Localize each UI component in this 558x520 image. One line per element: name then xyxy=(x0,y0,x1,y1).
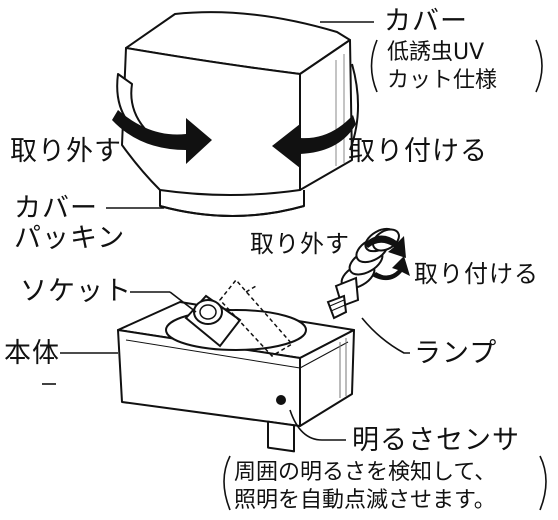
cover-left-face xyxy=(121,47,301,196)
cover-packing xyxy=(159,190,305,217)
label-remove-lamp: 取り外す xyxy=(250,230,350,258)
lamp xyxy=(326,227,400,320)
label-sensor-note-line2: 照明を自動点滅させます。 xyxy=(234,488,496,513)
label-remove-cover: 取り外す xyxy=(10,136,122,167)
label-attach-lamp: 取り付ける xyxy=(414,260,539,288)
lamp-ghost-outline xyxy=(219,278,294,357)
lamp-rotation-arrows xyxy=(364,235,410,281)
label-cover-note-line2: カット仕様 xyxy=(387,68,498,93)
label-body: 本体 xyxy=(4,338,60,369)
label-cover-note-line1: 低誘虫UV xyxy=(387,40,485,65)
label-sensor-note-line1: 周囲の明るさを検知して、 xyxy=(234,460,497,485)
label-cover-packing-line2: パッキン xyxy=(14,223,126,254)
cover xyxy=(116,11,359,217)
remove-cover-arrow xyxy=(112,110,212,164)
label-cover-packing-line1: カバー xyxy=(14,193,98,224)
label-brightness-sensor: 明るさセンサ xyxy=(352,425,520,456)
label-cover: カバー xyxy=(384,6,468,37)
brackets xyxy=(223,39,547,511)
socket xyxy=(184,294,242,348)
light-sensor xyxy=(267,395,295,453)
label-lamp: ランプ xyxy=(414,338,498,369)
attach-cover-arrow xyxy=(272,115,356,168)
label-attach-cover: 取り付ける xyxy=(348,136,488,167)
leader-lines xyxy=(42,21,410,441)
label-socket: ソケット xyxy=(20,276,132,307)
